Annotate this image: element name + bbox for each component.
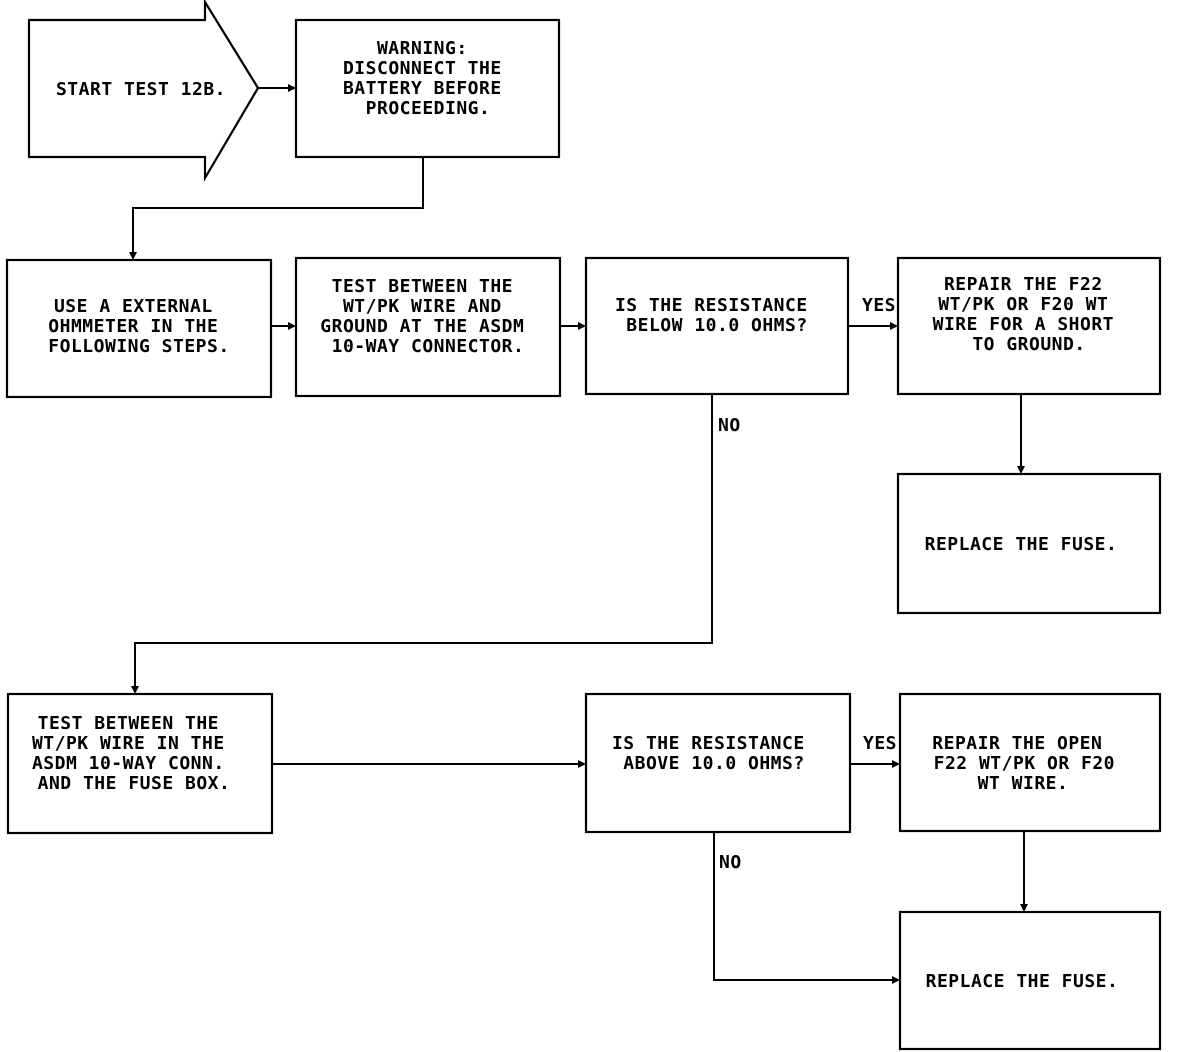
no-label-1: NO: [718, 415, 741, 436]
repair-open-box: [898, 692, 1162, 833]
arrowhead: [1020, 904, 1028, 912]
question-below-node: IS THE RESISTANCE BELOW 10.0 OHMS?: [584, 256, 850, 396]
test-ground-text: TEST BETWEEN THE WT/PK WIRE AND GROUND A…: [320, 276, 535, 357]
start-text: START TEST 12B.: [56, 79, 226, 100]
question-above-text: IS THE RESISTANCE ABOVE 10.0 OHMS?: [612, 733, 816, 774]
test-ground-node: TEST BETWEEN THE WT/PK WIRE AND GROUND A…: [294, 256, 562, 398]
arrowhead: [892, 976, 900, 984]
question-below-text: IS THE RESISTANCE BELOW 10.0 OHMS?: [615, 295, 819, 336]
question-below-box: [584, 256, 850, 396]
yes-label-1: YES: [862, 295, 896, 316]
warning-text: WARNING: DISCONNECT THE BATTERY BEFORE P…: [343, 38, 513, 119]
test-fusebox-text: TEST BETWEEN THE WT/PK WIRE IN THE ASDM …: [32, 713, 236, 794]
question-above-node: IS THE RESISTANCE ABOVE 10.0 OHMS?: [584, 692, 852, 834]
arrowhead: [578, 760, 586, 768]
yes-label-2: YES: [863, 733, 897, 754]
ohmmeter-node: USE A EXTERNAL OHMMETER IN THE FOLLOWING…: [5, 258, 273, 399]
test-ground-box: [294, 256, 562, 398]
test-fusebox-node: TEST BETWEEN THE WT/PK WIRE IN THE ASDM …: [6, 692, 274, 835]
start-node: START TEST 12B.: [27, 0, 260, 183]
repair-short-text: REPAIR THE F22 WT/PK OR F20 WT WIRE FOR …: [933, 274, 1126, 355]
replace-fuse-text-2: REPLACE THE FUSE.: [926, 971, 1119, 992]
replace-fuse-node-1: REPLACE THE FUSE.: [896, 472, 1162, 615]
connector-no-replace-2: [713, 832, 894, 981]
arrowhead: [1017, 466, 1025, 474]
arrowhead: [129, 252, 137, 260]
repair-open-text: REPAIR THE OPEN F22 WT/PK OR F20 WT WIRE…: [932, 733, 1126, 794]
no-label-2: NO: [719, 852, 742, 873]
replace-fuse-box-1: [896, 472, 1162, 615]
repair-open-node: REPAIR THE OPEN F22 WT/PK OR F20 WT WIRE…: [898, 692, 1162, 833]
test-fusebox-box: [6, 692, 274, 835]
question-above-box: [584, 692, 852, 834]
arrowhead: [578, 322, 586, 330]
replace-fuse-node-2: REPLACE THE FUSE.: [898, 910, 1162, 1051]
warning-box: [294, 18, 561, 159]
warning-node: WARNING: DISCONNECT THE BATTERY BEFORE P…: [294, 18, 561, 159]
connector-no-test-fusebox: [134, 394, 713, 688]
repair-short-box: [896, 256, 1162, 396]
arrowhead: [892, 760, 900, 768]
replace-fuse-box-2: [898, 910, 1162, 1051]
arrowhead: [131, 686, 139, 694]
start-arrow-shape: [27, 0, 260, 183]
replace-fuse-text-1: REPLACE THE FUSE.: [925, 534, 1118, 555]
ohmmeter-text: USE A EXTERNAL OHMMETER IN THE FOLLOWING…: [48, 296, 229, 357]
connector-warning-ohmmeter: [132, 157, 424, 254]
ohmmeter-box: [5, 258, 273, 399]
arrowhead: [288, 84, 296, 92]
arrowhead: [890, 322, 898, 330]
repair-short-node: REPAIR THE F22 WT/PK OR F20 WT WIRE FOR …: [896, 256, 1162, 396]
arrowhead: [288, 322, 296, 330]
